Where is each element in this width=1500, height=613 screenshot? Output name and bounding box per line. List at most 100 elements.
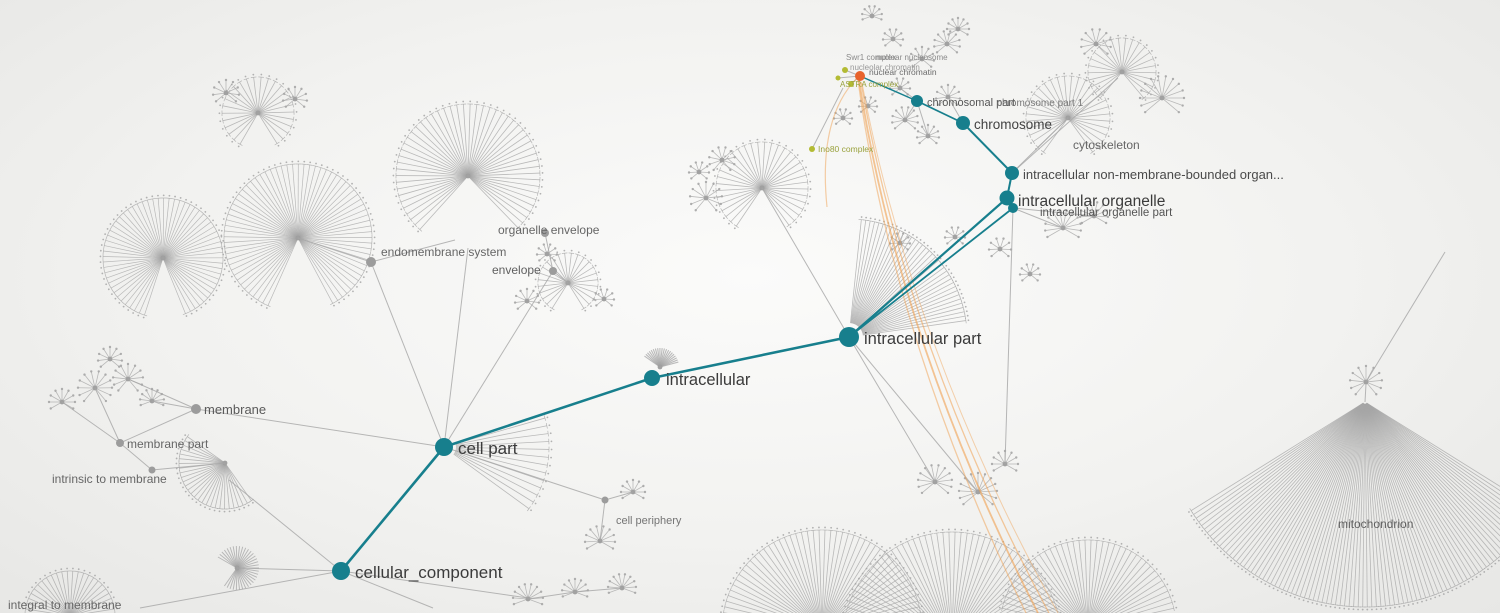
leaf-dot [403,214,406,217]
term-label[interactable]: cytoskeleton [1073,138,1140,152]
term-label[interactable]: cellular_component [355,563,503,582]
term-label[interactable]: mitochondrion [1338,517,1413,531]
node-ino80-complex[interactable] [809,146,815,152]
node-cellular-component[interactable] [332,562,350,580]
fan-spoke [1002,607,1025,613]
fan-spoke [964,541,997,613]
node-chromosomal-part[interactable] [911,95,923,107]
cluster-hub[interactable] [1027,271,1033,277]
cluster-hub[interactable] [1119,69,1125,75]
cluster-hub[interactable] [890,36,896,42]
node-non-membrane-bounded-organelle[interactable] [1005,166,1019,180]
term-label[interactable]: nuclear nucleosome [876,53,948,62]
node-nucleosome[interactable] [855,71,865,81]
node-organelle-envelope[interactable] [541,229,549,237]
cluster-hub[interactable] [869,13,875,19]
cluster-hub[interactable] [955,26,961,32]
cluster-hub[interactable] [657,364,663,370]
node-complex-3[interactable] [835,75,841,81]
cluster-hub[interactable] [703,195,709,201]
cluster-hub[interactable] [997,246,1003,252]
node-membrane[interactable] [191,404,201,414]
cluster-hub[interactable] [223,90,229,96]
leaf-dot [915,136,919,139]
term-label[interactable]: cell part [458,439,518,458]
cluster-hub[interactable] [255,110,261,116]
term-label[interactable]: ASTRA complex [840,80,898,89]
fan-spoke [923,53,934,59]
fan-spoke [163,259,191,312]
term-label[interactable]: Ino80 complex [818,144,874,154]
fan-spoke [884,33,892,39]
term-label[interactable]: intracellular part [864,330,982,348]
node-cell-periphery[interactable] [601,496,609,504]
term-label[interactable]: chromosome part 1 [997,98,1084,109]
cluster-hub[interactable] [544,251,550,257]
node-intrinsic-to-membrane[interactable] [148,466,156,474]
leaf-dot [337,171,339,174]
fan-spoke [795,533,818,613]
term-label[interactable]: nucleolar chromatin [850,63,920,72]
cluster-hub[interactable] [601,296,607,302]
term-label[interactable]: Swr1 complex [846,53,896,62]
cluster-hub[interactable] [865,103,871,109]
leaf-dot [729,168,732,172]
node-intracellular-organelle-part[interactable] [1008,203,1018,213]
cluster-hub[interactable] [524,298,530,304]
term-label[interactable]: organelle envelope [498,223,600,237]
node-complex-2[interactable] [848,81,854,87]
leaf-tick [1031,91,1036,97]
cluster-hub[interactable] [952,234,958,240]
cluster-hub[interactable] [919,56,925,62]
leaf-tick [1100,91,1105,97]
cluster-hub[interactable] [840,115,846,121]
cluster-hub[interactable] [160,255,166,261]
fan-spoke [960,536,986,613]
fan-spoke [1367,379,1382,383]
node-intracellular-part[interactable] [839,327,859,347]
term-label[interactable]: membrane part [127,437,209,451]
term-label[interactable]: envelope [492,263,541,277]
cluster-hub[interactable] [719,157,725,163]
term-label[interactable]: intrinsic to membrane [52,472,167,486]
node-complex-1[interactable] [842,67,848,73]
term-label[interactable]: chromosome [974,117,1052,132]
cluster-hub[interactable] [897,240,903,246]
node-envelope[interactable] [549,267,557,275]
term-label[interactable]: intracellular organelle part [1040,207,1173,219]
term-label[interactable]: membrane [204,402,266,417]
term-label[interactable]: endomembrane system [381,245,506,259]
fan-spoke [538,282,567,287]
term-label[interactable]: integral to membrane [8,598,122,612]
leaf-dot [782,534,785,536]
cluster-hub[interactable] [696,169,702,175]
leaf-dot [508,113,511,115]
leaf-tick [215,281,219,288]
cluster-hub[interactable] [1159,95,1165,101]
cluster-hub[interactable] [944,41,950,47]
term-label[interactable]: chromosomal part [927,97,1015,109]
cluster-hub[interactable] [465,173,471,179]
term-label[interactable]: cell periphery [616,515,682,527]
term-label[interactable]: intracellular [666,371,751,389]
term-label[interactable]: intracellular non-membrane-bounded organ… [1023,167,1284,182]
node-membrane-part[interactable] [116,439,124,447]
node-cell-part[interactable] [435,438,453,456]
leaf-tick [217,233,221,240]
node-chromosome[interactable] [956,116,970,130]
cluster-hub[interactable] [107,356,113,362]
leaf-tick [1154,77,1157,83]
term-label[interactable]: nuclear chromatin [869,67,937,77]
leaf-dot [224,78,228,82]
cluster-hub[interactable] [292,96,298,102]
term-label[interactable]: intracellular organelle [1018,193,1165,210]
node-intracellular[interactable] [644,370,660,386]
fan-spoke [1024,601,1055,613]
fan-spoke [258,81,276,112]
fan-spoke [1366,402,1500,492]
cluster-hub[interactable] [1093,41,1099,47]
node-endomembrane-system[interactable] [366,257,376,267]
leaf-tick [32,586,37,592]
node-intracellular-organelle[interactable] [999,190,1015,206]
